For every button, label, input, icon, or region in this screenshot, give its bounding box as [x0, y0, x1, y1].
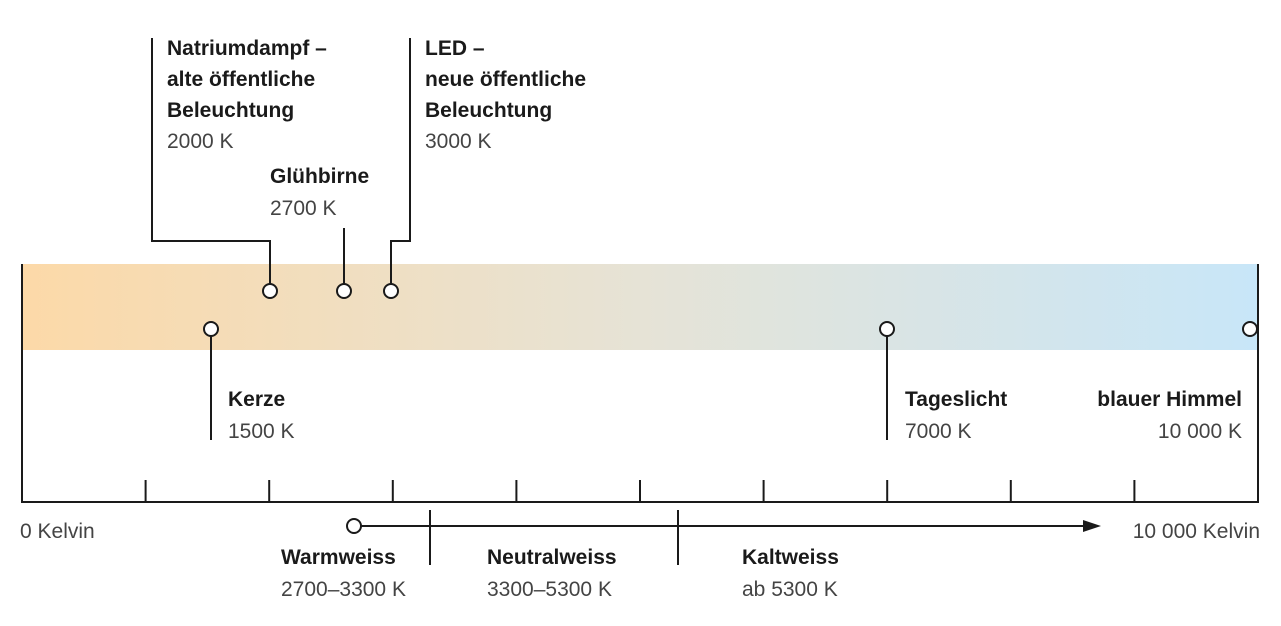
axis-max-label: 10 000 Kelvin — [1133, 520, 1260, 543]
label-title: Natriumdampf – — [167, 37, 327, 60]
marker-gluehbirne: Glühbirne 2700 K — [270, 165, 369, 299]
marker-natrium: Natriumdampf – alte öffentliche Beleucht… — [151, 37, 327, 299]
label-title: blauer Himmel — [1097, 388, 1242, 411]
axis-min-label: 0 Kelvin — [20, 520, 95, 543]
label-value: 1500 K — [228, 420, 295, 443]
label-title: Glühbirne — [270, 165, 369, 188]
marker-dot — [879, 321, 895, 337]
label-value: 2700 K — [270, 197, 337, 220]
label-title: neue öffentliche — [425, 68, 586, 91]
marker-dot — [203, 321, 219, 337]
range-arrow — [346, 510, 1101, 565]
label-value: 3000 K — [425, 130, 492, 153]
marker-tageslicht: Tageslicht 7000 K — [879, 321, 1007, 443]
label-title: LED – — [425, 37, 485, 60]
range-kaltweiss: Kaltweiss ab 5300 K — [742, 546, 839, 601]
range-warmweiss: Warmweiss 2700–3300 K — [281, 546, 406, 601]
axis-ticks — [144, 480, 1136, 502]
label-title: alte öffentliche — [167, 68, 315, 91]
marker-dot — [1242, 321, 1258, 337]
marker-kerze: Kerze 1500 K — [203, 321, 295, 443]
label-value: 10 000 K — [1158, 420, 1242, 443]
label-value: 7000 K — [905, 420, 972, 443]
marker-dot — [262, 283, 278, 299]
label-title: Beleuchtung — [425, 99, 552, 122]
label-title: Beleuchtung — [167, 99, 294, 122]
label-title: Tageslicht — [905, 388, 1007, 411]
color-gradient-band — [22, 264, 1258, 350]
range-value: 3300–5300 K — [487, 578, 612, 601]
range-neutralweiss: Neutralweiss 3300–5300 K — [487, 546, 617, 601]
range-name: Neutralweiss — [487, 546, 617, 569]
range-value: 2700–3300 K — [281, 578, 406, 601]
range-name: Warmweiss — [281, 546, 396, 569]
arrow-head-icon — [1083, 520, 1101, 532]
label-title: Kerze — [228, 388, 285, 411]
range-name: Kaltweiss — [742, 546, 839, 569]
label-value: 2000 K — [167, 130, 234, 153]
marker-led: LED – neue öffentliche Beleuchtung 3000 … — [383, 37, 586, 299]
marker-dot — [383, 283, 399, 299]
marker-himmel: blauer Himmel 10 000 K — [1097, 321, 1258, 443]
marker-dot — [336, 283, 352, 299]
range-value: ab 5300 K — [742, 578, 838, 601]
range-start-dot — [346, 518, 362, 534]
